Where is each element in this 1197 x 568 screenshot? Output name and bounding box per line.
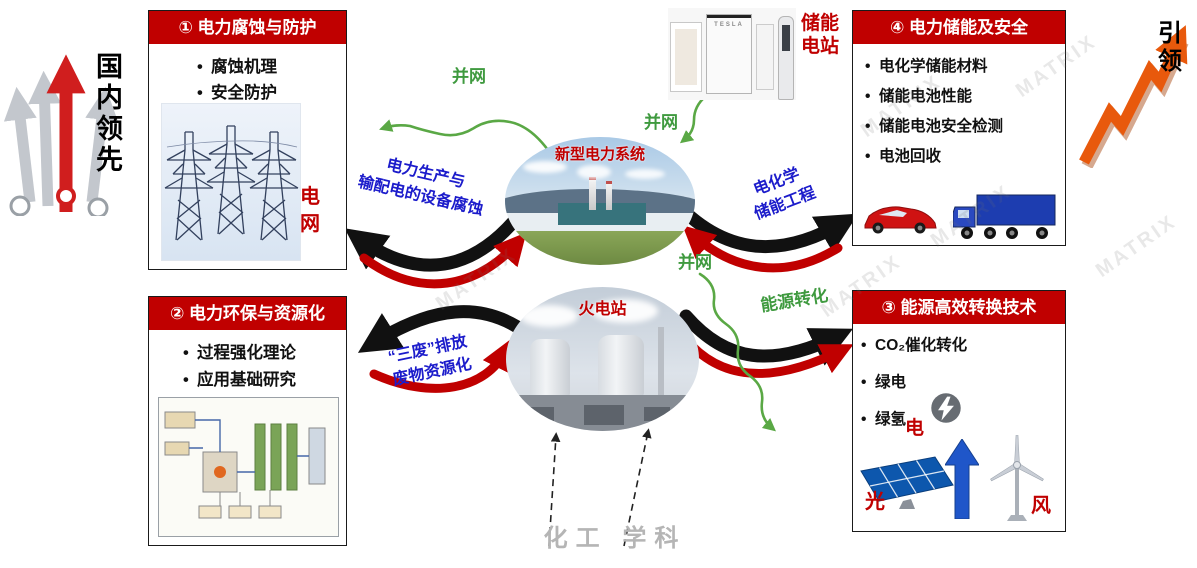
up-arrow-icon [945,439,979,519]
box-power-corrosion: ① 电力腐蚀与防护 腐蚀机理 安全防护 [148,10,347,270]
plant-buildings [558,203,646,225]
cooling-tower [530,339,570,397]
process-flow-diagram-image [158,397,339,537]
smoke [577,165,612,179]
storage-station-label: 储能电站 [800,13,839,57]
chimney [658,327,664,397]
charger-screen [782,25,790,51]
flow-label-storage-engineering: 电化学 储能工程 [728,154,834,232]
lightning-icon [931,393,961,423]
truck-icon [953,194,1056,239]
electricity-label: 电 [905,418,925,439]
cabinet-trim [707,15,751,18]
cooling-tower [598,335,644,397]
box-power-corrosion-bullets: 腐蚀机理 安全防护 [197,54,346,106]
watermark: MATRIX [1091,210,1181,282]
electric-car-icon [864,206,937,234]
thermal-station-label: 火电站 [578,301,627,318]
solar-panel-icon [860,456,954,509]
domestic-leading-arrows-graphic [3,54,119,216]
new-power-system-label: 新型电力系统 [554,146,645,163]
steam [520,305,578,327]
wind-turbine-icon [990,435,1044,521]
chimney [605,181,612,210]
bullet-item: 电化学储能材料 [865,52,1065,82]
bullet-item: 应用基础研究 [183,367,346,394]
battery-cabinet: TESLA [706,14,752,94]
bullet-item: 绿氢 [861,410,1065,430]
leading-growth-arrow-graphic [1079,25,1189,168]
bullet-item: 储能电池安全检测 [865,112,1065,142]
box-storage-safety-bullets: 电化学储能材料 储能电池性能 储能电池安全检测 电池回收 [865,52,1065,172]
leading-label: 引领 [1158,20,1182,75]
box-energy-conversion-title: ③ 能源高效转换技术 [853,291,1065,324]
bullet-item: 腐蚀机理 [197,54,346,80]
battery-cabinet [756,24,774,90]
cabinet-door [675,29,697,85]
flow-label-corrosion: 电力生产与 输配电的设备腐蚀 [345,146,502,225]
box-environment-resources-bullets: 过程强化理论 应用基础研究 [183,340,346,394]
tesla-brand-text: TESLA [714,22,744,28]
bullet-item: 储能电池性能 [865,82,1065,112]
building [584,405,624,425]
thermal-power-station-image: 火电站 [506,287,699,431]
solar-label: 光 [865,491,885,513]
grid-caption: 电网 [300,186,320,235]
new-power-system-image: 新型电力系统 [505,137,695,265]
wind-label: 风 [1031,495,1051,517]
transmission-towers-image [161,103,301,261]
charging-pole [778,16,794,100]
battery-cabinet [670,22,702,92]
chimney [588,177,596,210]
box-energy-conversion: ③ 能源高效转换技术 CO₂催化转化 绿电 绿氢 电 光 [852,290,1066,532]
box-energy-conversion-bullets: CO₂催化转化 绿电 绿氢 [861,336,1065,430]
domestic-leading-label: 国内领先 [96,52,123,175]
grid-connection-label: 并网 [452,67,486,86]
flow-label-waste: “三废”排放 废物资源化 [370,327,489,396]
cloud [523,161,567,173]
bullet-item: 电池回收 [865,142,1065,172]
bullet-item: 安全防护 [197,80,346,106]
bullet-item: 过程强化理论 [183,340,346,367]
flow-label-energy-conversion: 能源转化 [759,285,830,316]
steam [592,299,658,323]
storage-station-image: TESLA [668,8,796,100]
grid-connection-label: 并网 [644,113,678,132]
box-storage-safety-title: ④ 电力储能及安全 [853,11,1065,44]
cloud [625,169,665,179]
box-storage-safety: ④ 电力储能及安全 电化学储能材料 储能电池性能 储能电池安全检测 电池回收 [852,10,1066,246]
box-environment-resources: ② 电力环保与资源化 过程强化理论 应用基础研究 [148,296,347,546]
field [505,231,695,265]
grid-connection-label: 并网 [678,253,712,272]
building [644,407,670,421]
bottom-caption: 化工 学科 [543,525,687,552]
bullet-item: CO₂催化转化 [861,336,1065,356]
box-power-corrosion-title: ① 电力腐蚀与防护 [149,11,346,44]
building [524,407,554,423]
bullet-item: 绿电 [861,373,1065,393]
box-environment-resources-title: ② 电力环保与资源化 [149,297,346,330]
